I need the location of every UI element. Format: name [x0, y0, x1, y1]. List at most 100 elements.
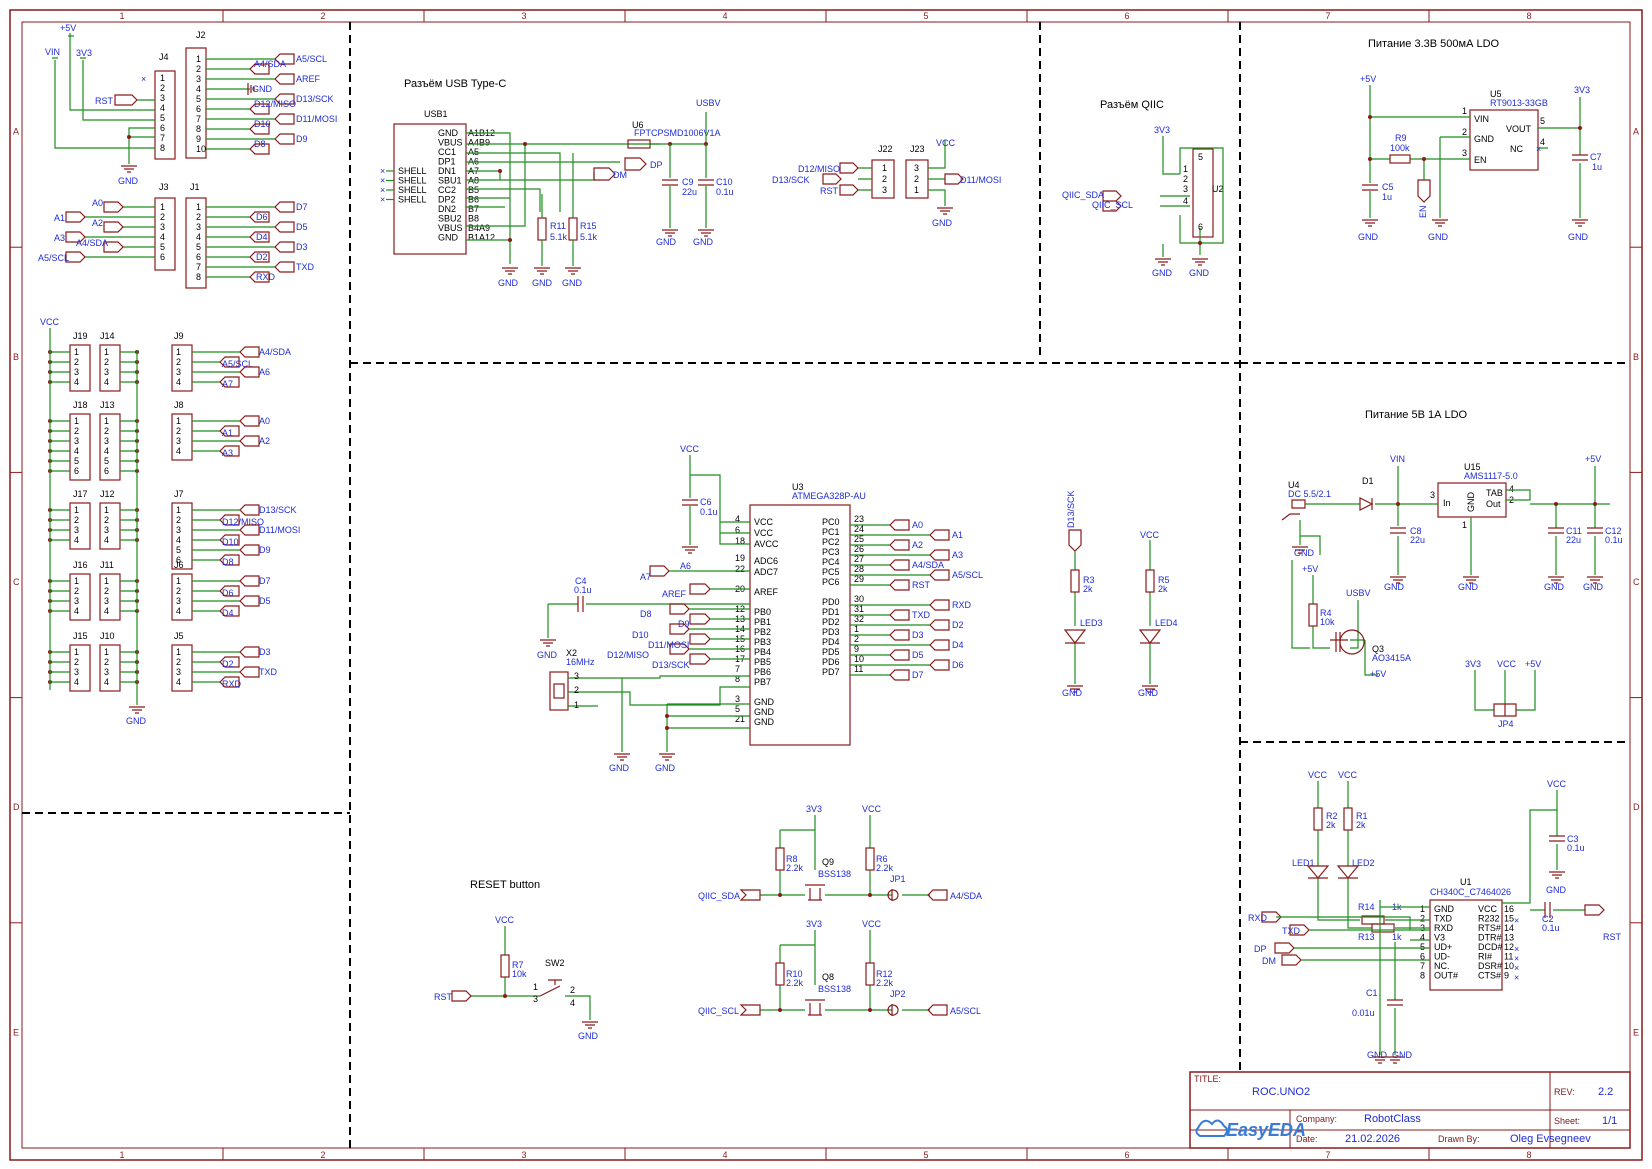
svg-text:3: 3 [176, 596, 181, 606]
jumper-ref: JP1 [890, 874, 906, 884]
svg-text:PD5: PD5 [822, 647, 840, 657]
svg-text:A4B9: A4B9 [468, 138, 490, 148]
net-label: TXD [912, 610, 931, 620]
svg-text:GND: GND [1358, 232, 1379, 242]
svg-text:×: × [1514, 916, 1519, 926]
svg-text:DM: DM [1262, 956, 1276, 966]
svg-text:B4A9: B4A9 [468, 223, 490, 233]
net-vcc-matrix: VCC [40, 317, 60, 327]
svg-text:RT9013-33GB: RT9013-33GB [1490, 98, 1548, 108]
svg-text:10: 10 [854, 654, 864, 664]
svg-text:GND: GND [578, 1031, 599, 1041]
svg-text:PB2: PB2 [754, 627, 771, 637]
pin-number: 6 [196, 104, 201, 114]
net-vin-top: VIN [45, 47, 60, 57]
svg-text:16: 16 [1504, 904, 1514, 914]
grid-row-left: B [13, 352, 19, 362]
r5-label: R5 [1158, 575, 1170, 585]
svg-text:6: 6 [74, 466, 79, 476]
svg-text:1: 1 [1420, 904, 1425, 914]
mcu-val: ATMEGA328P-AU [792, 491, 866, 501]
section-title-reset: RESET button [470, 879, 540, 891]
pin-number: 6 [196, 252, 201, 262]
svg-text:J5: J5 [174, 631, 184, 641]
net-label: D3 [296, 242, 308, 252]
svg-text:D9: D9 [678, 619, 690, 629]
svg-text:28: 28 [854, 564, 864, 574]
svg-text:1: 1 [74, 347, 79, 357]
r13-label: R13 [1358, 932, 1375, 942]
grid-col-bottom: 1 [120, 1150, 125, 1160]
svg-text:PC2: PC2 [822, 537, 840, 547]
svg-text:1: 1 [104, 505, 109, 515]
r1-label: R1 [1356, 811, 1368, 821]
svg-text:4: 4 [735, 514, 740, 524]
net-label: A3 [54, 233, 65, 243]
net-flag [274, 133, 295, 145]
svg-text:VCC: VCC [1338, 770, 1358, 780]
resistor-val: 2.2k [876, 863, 894, 873]
r2-val: 2k [1326, 820, 1336, 830]
pin-number: 8 [196, 272, 201, 282]
net-flag [889, 519, 910, 531]
svg-text:18: 18 [735, 536, 745, 546]
svg-text:DP2: DP2 [438, 195, 456, 205]
net-flag [219, 585, 240, 597]
svg-text:GND: GND [438, 128, 459, 138]
header-j4 [154, 70, 176, 160]
r14-label: R14 [1358, 902, 1375, 912]
c5-label: C5 [1382, 182, 1394, 192]
svg-text:13: 13 [1504, 933, 1514, 943]
net-flag [889, 629, 910, 641]
svg-text:SHELL: SHELL [398, 166, 427, 176]
svg-text:DSR#: DSR# [1478, 961, 1502, 971]
svg-text:RXD: RXD [1248, 913, 1268, 923]
header-mid [99, 413, 121, 481]
net-label: A4/SDA [76, 238, 108, 248]
svg-text:2: 2 [176, 515, 181, 525]
net-flag [219, 376, 240, 388]
svg-text:GND: GND [1189, 268, 1210, 278]
svg-text:4: 4 [104, 377, 109, 387]
svg-text:+5V: +5V [1302, 564, 1318, 574]
grid-col-bottom: 2 [321, 1150, 326, 1160]
svg-text:GND: GND [754, 717, 775, 727]
net-label: A4/SDA [950, 891, 982, 901]
header-right [171, 413, 193, 461]
svg-text:1: 1 [74, 576, 79, 586]
svg-text:3V3: 3V3 [806, 804, 822, 814]
net-flag [239, 415, 260, 427]
svg-text:PD6: PD6 [822, 657, 840, 667]
svg-text:19: 19 [735, 553, 745, 563]
svg-text:8: 8 [735, 674, 740, 684]
net-gnd-matrix: GND [126, 716, 147, 726]
title-value: ROC.UNO2 [1252, 1086, 1310, 1098]
net-flag [219, 356, 240, 368]
svg-text:3: 3 [74, 667, 79, 677]
svg-text:DCD#: DCD# [1478, 942, 1503, 952]
c8-val: 22u [1410, 535, 1425, 545]
net-flag [219, 676, 240, 688]
svg-text:1: 1 [176, 647, 181, 657]
svg-text:9: 9 [1504, 971, 1509, 981]
svg-text:GND: GND [754, 707, 775, 717]
svg-text:4: 4 [176, 606, 181, 616]
net-flag [239, 435, 260, 447]
net-label: D13/SCK [259, 505, 297, 515]
svg-text:3V3: 3V3 [806, 919, 822, 929]
svg-text:RST: RST [820, 186, 839, 196]
svg-text:D8: D8 [640, 609, 652, 619]
r11-label: R11 [550, 221, 566, 231]
svg-text:2: 2 [176, 357, 181, 367]
net-label: D2 [256, 252, 268, 262]
net-label: D10 [254, 119, 271, 129]
svg-text:RXD: RXD [1434, 923, 1454, 933]
svg-text:GND: GND [1384, 582, 1405, 592]
svg-text:GND: GND [1568, 232, 1589, 242]
svg-text:2: 2 [914, 174, 919, 184]
pin-number: 5 [196, 242, 201, 252]
svg-text:PD4: PD4 [822, 637, 840, 647]
svg-text:VCC: VCC [1140, 530, 1160, 540]
svg-text:VIN: VIN [1390, 454, 1405, 464]
